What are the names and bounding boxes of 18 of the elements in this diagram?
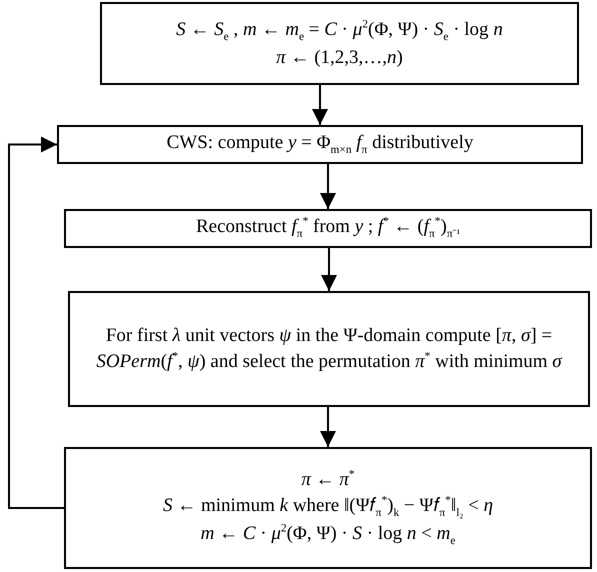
process-box [57, 125, 583, 164]
process-box [68, 291, 590, 407]
formula-text: S ← S$_{e}$ , m ← m$_{e}$ = C · μ$^{2}$(Φ, Ψ) · S$_{e}$ · log n [176, 17, 503, 44]
formula-text: CWS: compute y = Φ$_{m×n}$ f$_{π}$ distributively [166, 131, 474, 158]
formula-text: π ← (1,2,3,…,n) [276, 46, 403, 70]
process-box [64, 209, 592, 248]
formula-text: m ← C · μ$^{2}$(Φ, Ψ) · S · log n < m$_{e}$ [200, 521, 456, 549]
process-box [100, 2, 579, 85]
formula-text: For first λ unit vectors ψ in the Ψ-domain compute [π, σ] = SOPerm(f$^{*}$, ψ) and select the permutation π$^{*}$ with minimum σ [95, 324, 564, 374]
formula-text: π ← π$^{*}$ [301, 468, 355, 492]
process-box [64, 447, 592, 569]
arrow [312, 85, 328, 125]
formula-text: S ← minimum k where ‖(Ψ𝑓$_{π}$$^{*}$)$_{k}$ − Ψ𝑓$_{π}$$^{*}$‖$_{l₂}$ < η [162, 493, 494, 520]
arrow [321, 248, 337, 291]
formula-text: Reconstruct f$_{π}$$^{*}$ from y ; f$^{*}$ ← (f$_{π}$$^{*}$)$_{π⁻¹}$ [196, 215, 460, 242]
arrow [8, 136, 64, 509]
arrow [320, 164, 336, 209]
arrow [320, 407, 336, 447]
